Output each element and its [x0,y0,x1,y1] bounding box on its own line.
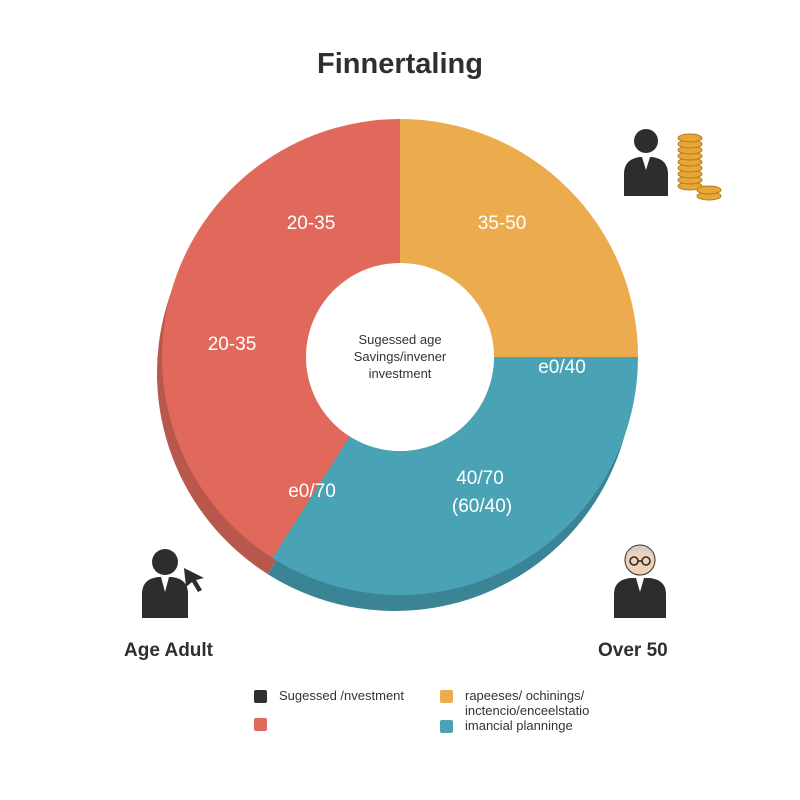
legend-text-line-2: inctencio/enceelstatio [465,703,590,718]
slice-label-orange-1: 35-50 [478,213,527,234]
legend-item-orange: rapeeses/ ochinings/ inctencio/enceelsta… [440,688,589,718]
legend-item-red [254,716,279,731]
legend-item-suggested-investment: Sugessed /nvestment [254,688,404,703]
center-label-line-2: Savings/invener [354,349,447,364]
legend-swatch [440,690,453,703]
person-with-coins-icon [624,129,722,201]
slice-label-teal-1: 40/70 [456,468,504,489]
center-label-line-1: Sugessed age [358,332,441,347]
over-50-label: Over 50 [598,640,668,661]
cursor-icon [184,568,204,592]
slice-red [161,119,400,558]
legend-swatch [254,718,267,731]
donut-hole [306,263,494,451]
chart-title: Finnertaling [317,48,483,80]
adult-person-icon [142,549,204,618]
legend-swatch [440,720,453,733]
age-adult-label: Age Adult [124,640,214,661]
center-label-line-3: investment [369,366,432,381]
slice-label-orange-2: e0/40 [538,357,586,378]
legend-text: imancial planninge [465,718,573,733]
slice-label-teal-3: e0/70 [288,481,336,502]
legend-swatch [254,690,267,703]
slice-label-teal-2: (60/40) [452,496,512,517]
slice-label-red-2: 20-35 [208,334,257,355]
legend-text: Sugessed /nvestment [279,688,405,703]
legend-text-line-1: rapeeses/ ochinings/ [465,688,585,703]
legend-item-teal: imancial planninge [440,718,573,733]
older-person-icon [614,544,666,618]
slice-label-red-1: 20-35 [287,213,336,234]
